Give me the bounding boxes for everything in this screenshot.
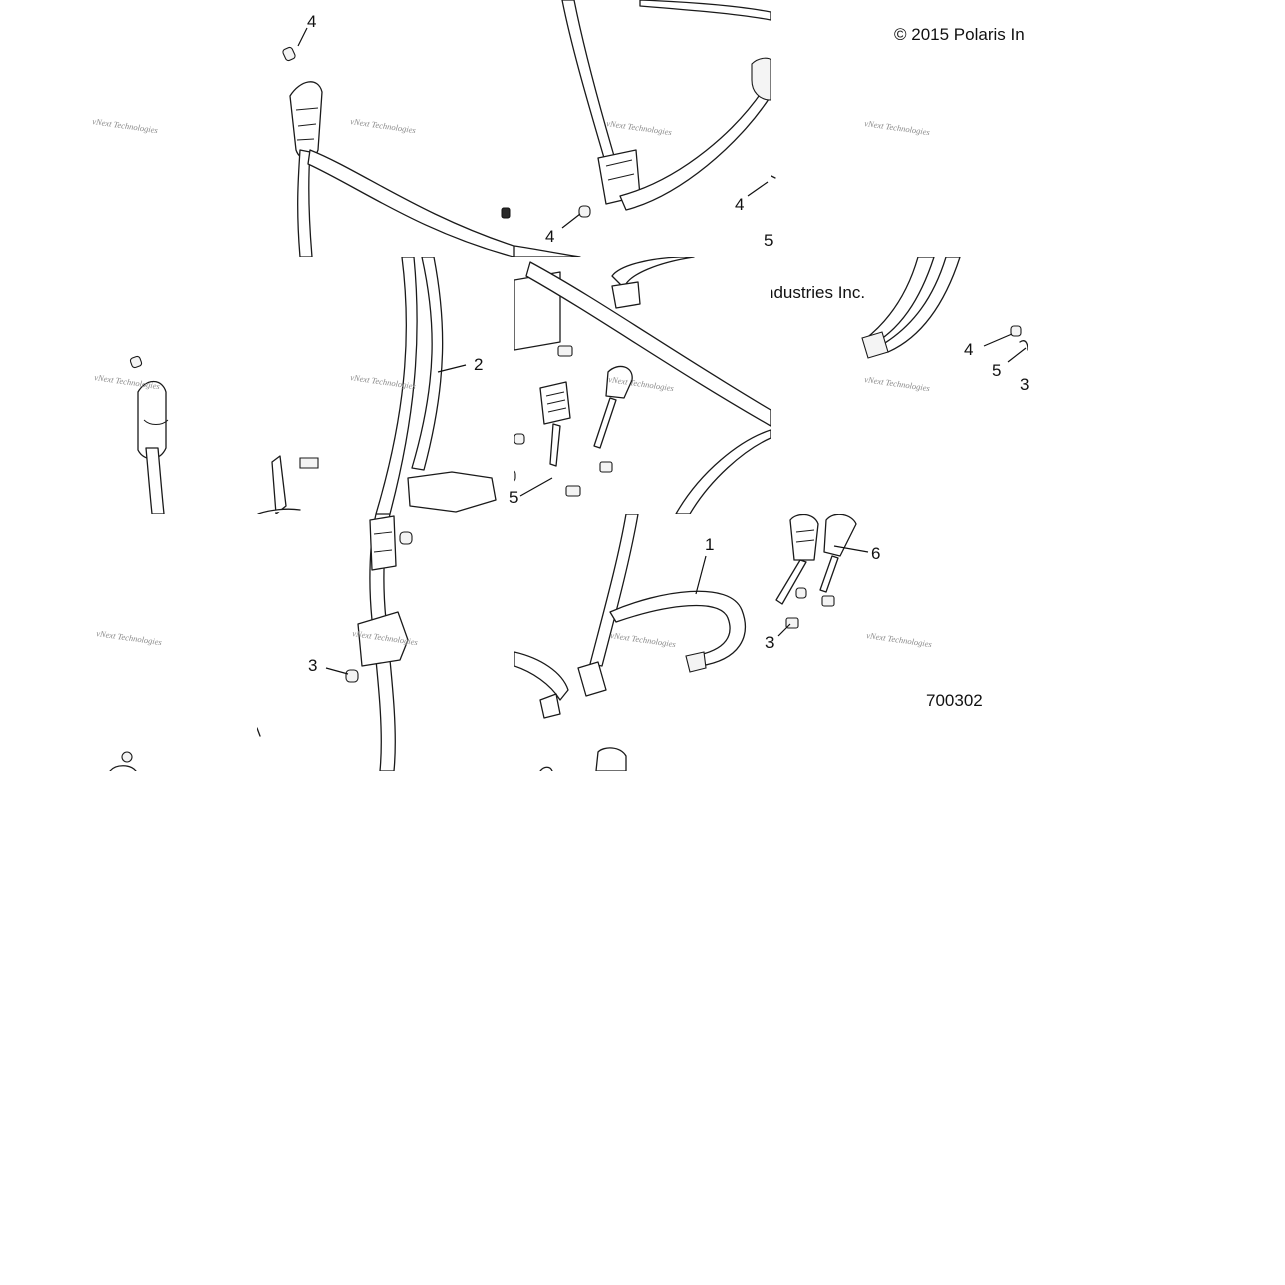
upper-anchor-bracket — [289, 81, 323, 160]
tile-lower-center-belt — [514, 514, 746, 771]
nut-4c — [1010, 325, 1022, 337]
watermark-3: vNext Technologies — [606, 118, 673, 137]
callout-numbers: 4 4 4 5 2 4 5 3 5 1 6 3 3 — [307, 12, 1029, 675]
leader-lines — [297, 27, 1027, 675]
callout-4-right: 4 — [735, 195, 744, 214]
watermark-2: vNext Technologies — [350, 116, 417, 135]
bolt-3a — [299, 457, 319, 469]
watermarks: vNext Technologies vNext Technologies vN… — [92, 116, 933, 649]
lap-strap-right — [619, 77, 771, 211]
slide-bracket — [369, 515, 397, 571]
watermark-8: vNext Technologies — [864, 374, 931, 393]
callout-3-right: 3 — [765, 633, 774, 652]
callout-4-far-right: 4 — [964, 340, 973, 359]
tile-mid-center-belt — [514, 257, 771, 514]
watermark-5: vNext Technologies — [94, 372, 161, 391]
bolt-3c — [399, 531, 413, 545]
tile-upper-center-belt — [514, 0, 771, 257]
tile-lower-left-parts — [109, 751, 137, 771]
lower-buckle — [595, 747, 627, 771]
tile-upper-right-blank — [771, 175, 776, 179]
retractor-housing — [407, 471, 497, 513]
nut-4a — [282, 46, 296, 62]
callout-5-far-right: 5 — [992, 361, 1001, 380]
tongue-plate — [611, 281, 641, 309]
buckle-6a — [789, 514, 819, 561]
watermark-4: vNext Technologies — [864, 118, 931, 137]
belt-2-strap — [375, 257, 418, 514]
upper-shoulder-strap — [561, 0, 615, 159]
bolt-3d — [345, 669, 359, 683]
tile-lower-right-buckles — [775, 514, 857, 629]
copyright-notice-fragment: ndustries Inc. — [764, 283, 865, 302]
pin-bolt — [271, 455, 287, 514]
end-fitting — [861, 331, 889, 359]
tile-mid-left-belt — [129, 355, 169, 514]
lower-anchor — [357, 611, 409, 667]
watermark-9: vNext Technologies — [96, 628, 163, 647]
callout-5-clipped: 5 — [764, 231, 773, 250]
tongue-1 — [577, 661, 607, 697]
bolt-small — [501, 207, 511, 219]
watermark-12: vNext Technologies — [866, 630, 933, 649]
copyright-notice: © 2015 Polaris In — [894, 25, 1025, 44]
tile-upper-left-belt — [282, 46, 514, 257]
buckle-receiver-left — [539, 381, 571, 425]
shoulder-belt-strap — [297, 149, 313, 257]
watermark-11: vNext Technologies — [610, 630, 677, 649]
bolt-3b — [557, 345, 573, 357]
callout-3-far-right: 3 — [1020, 375, 1029, 394]
crossing-strap — [525, 261, 771, 427]
callout-6: 6 — [871, 544, 880, 563]
callout-4-top: 4 — [307, 12, 316, 31]
nut-4b — [578, 205, 591, 218]
lower-anchor-bracket — [137, 380, 167, 460]
callout-1: 1 — [705, 535, 714, 554]
nut-small — [129, 355, 143, 369]
buckle-6b — [823, 514, 857, 557]
bolt-6 — [821, 595, 835, 607]
figure-number: 700302 — [926, 691, 983, 710]
washer — [121, 751, 133, 763]
tile-mid-right-belt — [861, 257, 1028, 359]
buckle-receiver-right — [605, 365, 633, 399]
lap-belt-strap — [307, 149, 514, 257]
tile-mid-center-left-belt — [257, 257, 497, 514]
belt-1-strap — [589, 514, 639, 667]
callout-3-left: 3 — [308, 656, 317, 675]
callout-4-center: 4 — [545, 227, 554, 246]
callout-2: 2 — [474, 355, 483, 374]
belt-1-loop — [609, 590, 746, 667]
callout-5-center: 5 — [509, 488, 518, 507]
tile-lower-center-left-belt — [257, 514, 413, 771]
watermark-1: vNext Technologies — [92, 116, 159, 135]
